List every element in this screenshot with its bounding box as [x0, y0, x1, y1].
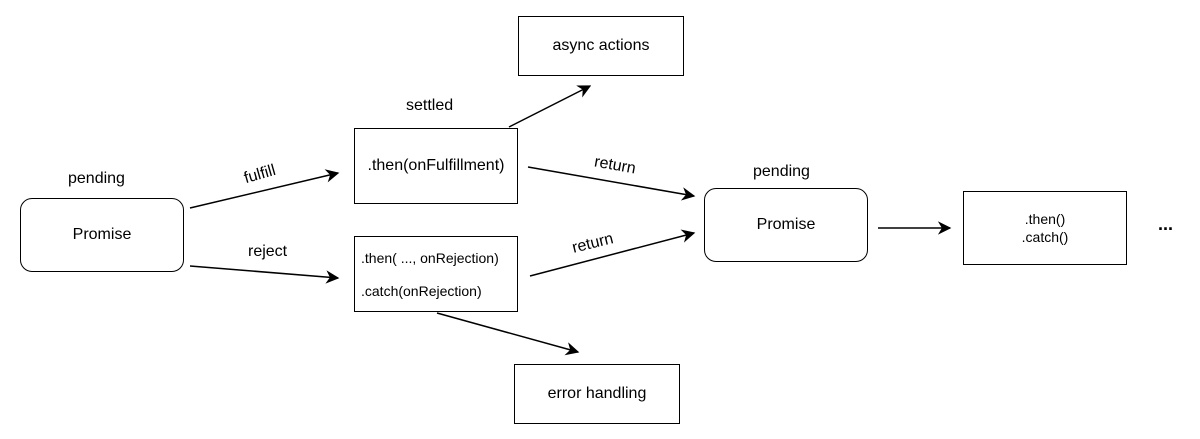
fulfill-arrow — [189, 169, 340, 209]
state-pending-left: pending — [68, 170, 125, 187]
return-top-arrow — [527, 166, 696, 201]
then-rejection-label: .then( ..., onRejection) — [361, 249, 499, 266]
error-handling-node: error handling — [514, 364, 680, 424]
async-actions-label: async actions — [552, 37, 650, 54]
chain-node: .then() .catch() — [963, 191, 1127, 265]
state-settled: settled — [406, 97, 454, 114]
edge-label-reject: reject — [248, 243, 288, 260]
then-fulfillment-label: .then(onFulfillment) — [367, 157, 505, 174]
rejection-handlers-node: .then( ..., onRejection) .catch(onReject… — [354, 236, 518, 312]
then-fulfillment-node: .then(onFulfillment) — [354, 128, 518, 204]
promise-right-node: Promise — [704, 188, 868, 262]
promise-left-label: Promise — [72, 226, 132, 243]
promise-left-node: Promise — [20, 198, 184, 272]
error-handling-arrow — [436, 312, 580, 356]
return-bottom-arrow — [529, 229, 696, 277]
reject-arrow — [189, 265, 340, 284]
ellipsis-continuation: ... — [1158, 214, 1174, 234]
error-handling-label: error handling — [547, 385, 647, 402]
chain-then-label: .then() — [1024, 211, 1066, 227]
catch-rejection-label: .catch(onRejection) — [361, 282, 482, 299]
state-pending-right: pending — [753, 163, 810, 180]
async-actions-arrow — [508, 85, 592, 128]
promise-right-label: Promise — [756, 216, 816, 233]
async-actions-node: async actions — [518, 16, 684, 76]
chain-catch-label: .catch() — [1021, 229, 1069, 245]
